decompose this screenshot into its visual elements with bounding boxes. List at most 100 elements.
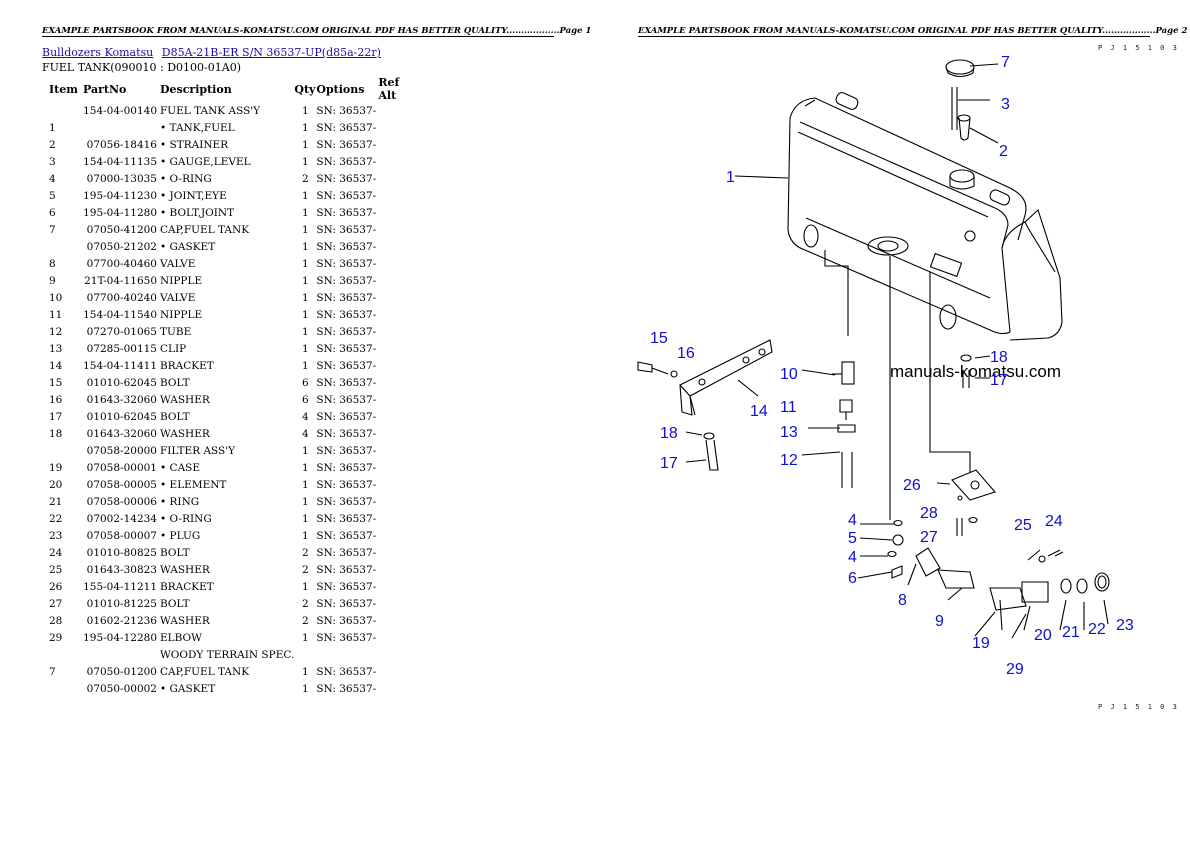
cell-qty: 1 bbox=[294, 255, 316, 272]
cell-item: 1 bbox=[44, 119, 83, 136]
cell-refalt bbox=[378, 102, 418, 119]
cell-item bbox=[44, 102, 83, 119]
table-row: 921T-04-11650NIPPLE1SN: 36537- bbox=[44, 272, 418, 289]
cell-description: BOLT bbox=[160, 408, 294, 425]
cell-refalt bbox=[378, 357, 418, 374]
cell-description: • TANK,FUEL bbox=[160, 119, 294, 136]
cell-item: 4 bbox=[44, 170, 83, 187]
cell-partno: 07700-40460 bbox=[83, 255, 160, 272]
header-rule-right bbox=[638, 36, 1150, 37]
column-header-qty: Qty bbox=[294, 76, 316, 102]
cell-qty: 1 bbox=[294, 221, 316, 238]
cell-refalt bbox=[378, 153, 418, 170]
cell-refalt bbox=[378, 238, 418, 255]
cell-refalt bbox=[378, 408, 418, 425]
cell-refalt bbox=[378, 459, 418, 476]
cell-options: SN: 36537- bbox=[316, 170, 378, 187]
cell-qty: 1 bbox=[294, 289, 316, 306]
cell-description: BOLT bbox=[160, 595, 294, 612]
cell-item: 17 bbox=[44, 408, 83, 425]
cell-description: • PLUG bbox=[160, 527, 294, 544]
cell-options: SN: 36537- bbox=[316, 493, 378, 510]
cell-item: 13 bbox=[44, 340, 83, 357]
cell-item: 16 bbox=[44, 391, 83, 408]
cell-refalt bbox=[378, 425, 418, 442]
table-row: 2801602-21236WASHER2SN: 36537- bbox=[44, 612, 418, 629]
cell-options: SN: 36537- bbox=[316, 459, 378, 476]
cell-qty: 6 bbox=[294, 374, 316, 391]
cell-refalt bbox=[378, 510, 418, 527]
callout-26: 26 bbox=[903, 477, 921, 494]
cell-options: SN: 36537- bbox=[316, 527, 378, 544]
cell-qty: 1 bbox=[294, 527, 316, 544]
breadcrumb-link-category[interactable]: Bulldozers Komatsu bbox=[42, 46, 153, 59]
cell-options: SN: 36537- bbox=[316, 272, 378, 289]
callout-4-bottom: 4 bbox=[848, 549, 857, 566]
cell-description: • BOLT,JOINT bbox=[160, 204, 294, 221]
header-rule-left bbox=[42, 36, 554, 37]
cell-options: SN: 36537- bbox=[316, 561, 378, 578]
cell-item: 22 bbox=[44, 510, 83, 527]
cell-qty: 2 bbox=[294, 612, 316, 629]
callout-7-top: 7 bbox=[1001, 54, 1010, 71]
breadcrumb-link-model[interactable]: D85A-21B-ER S/N 36537-UP(d85a-22r) bbox=[162, 46, 381, 59]
cell-options: SN: 36537- bbox=[316, 238, 378, 255]
cell-refalt bbox=[378, 323, 418, 340]
callout-24: 24 bbox=[1045, 513, 1063, 530]
cell-partno: 07058-00006 bbox=[83, 493, 160, 510]
column-header-partno: PartNo bbox=[83, 76, 160, 102]
cell-options: SN: 36537- bbox=[316, 221, 378, 238]
cell-options: SN: 36537- bbox=[316, 510, 378, 527]
cell-item: 9 bbox=[44, 272, 83, 289]
table-row: 6195-04-11280• BOLT,JOINT1SN: 36537- bbox=[44, 204, 418, 221]
callout-10: 10 bbox=[780, 366, 798, 383]
cell-description: VALVE bbox=[160, 289, 294, 306]
cell-partno: 01010-62045 bbox=[83, 408, 160, 425]
cell-options: SN: 36537- bbox=[316, 425, 378, 442]
cell-options: SN: 36537- bbox=[316, 102, 378, 119]
cell-qty: 2 bbox=[294, 561, 316, 578]
cell-item: 7 bbox=[44, 221, 83, 238]
cell-refalt bbox=[378, 680, 418, 697]
cell-partno: 07002-14234 bbox=[83, 510, 160, 527]
cell-options: SN: 36537- bbox=[316, 680, 378, 697]
table-row: 1207270-01065TUBE1SN: 36537- bbox=[44, 323, 418, 340]
cell-refalt bbox=[378, 170, 418, 187]
cell-qty: 1 bbox=[294, 663, 316, 680]
cell-options: SN: 36537- bbox=[316, 663, 378, 680]
cell-item bbox=[44, 680, 83, 697]
callout-11: 11 bbox=[780, 399, 797, 416]
cell-item: 21 bbox=[44, 493, 83, 510]
cell-partno: 21T-04-11650 bbox=[83, 272, 160, 289]
cell-qty: 4 bbox=[294, 408, 316, 425]
cell-refalt bbox=[378, 136, 418, 153]
cell-qty: 1 bbox=[294, 578, 316, 595]
cell-partno: 154-04-00140 bbox=[83, 102, 160, 119]
callout-23: 23 bbox=[1116, 617, 1134, 634]
table-row: 07050-00002• GASKET1SN: 36537- bbox=[44, 680, 418, 697]
callout-20: 20 bbox=[1034, 627, 1052, 644]
cell-qty: 1 bbox=[294, 102, 316, 119]
page-header-right: EXAMPLE PARTSBOOK FROM MANUALS-KOMATSU.C… bbox=[638, 26, 1148, 36]
cell-refalt bbox=[378, 493, 418, 510]
cell-qty: 1 bbox=[294, 476, 316, 493]
cell-options: SN: 36537- bbox=[316, 204, 378, 221]
cell-item: 8 bbox=[44, 255, 83, 272]
cell-qty: 2 bbox=[294, 595, 316, 612]
callout-12: 12 bbox=[780, 452, 798, 469]
cell-options: SN: 36537- bbox=[316, 374, 378, 391]
cell-qty: 1 bbox=[294, 187, 316, 204]
cell-refalt bbox=[378, 255, 418, 272]
tank-outline bbox=[638, 60, 1109, 638]
table-row: 29195-04-12280ELBOW1SN: 36537- bbox=[44, 629, 418, 646]
table-row: 407000-13035• O-RING2SN: 36537- bbox=[44, 170, 418, 187]
cell-partno: 07050-00002 bbox=[83, 680, 160, 697]
cell-description: WASHER bbox=[160, 391, 294, 408]
cell-description: • GASKET bbox=[160, 238, 294, 255]
column-header-item: Item bbox=[44, 76, 83, 102]
cell-item: 6 bbox=[44, 204, 83, 221]
callout-14: 14 bbox=[750, 403, 768, 420]
table-row: 1• TANK,FUEL1SN: 36537- bbox=[44, 119, 418, 136]
cell-qty: 6 bbox=[294, 391, 316, 408]
cell-qty: 1 bbox=[294, 204, 316, 221]
